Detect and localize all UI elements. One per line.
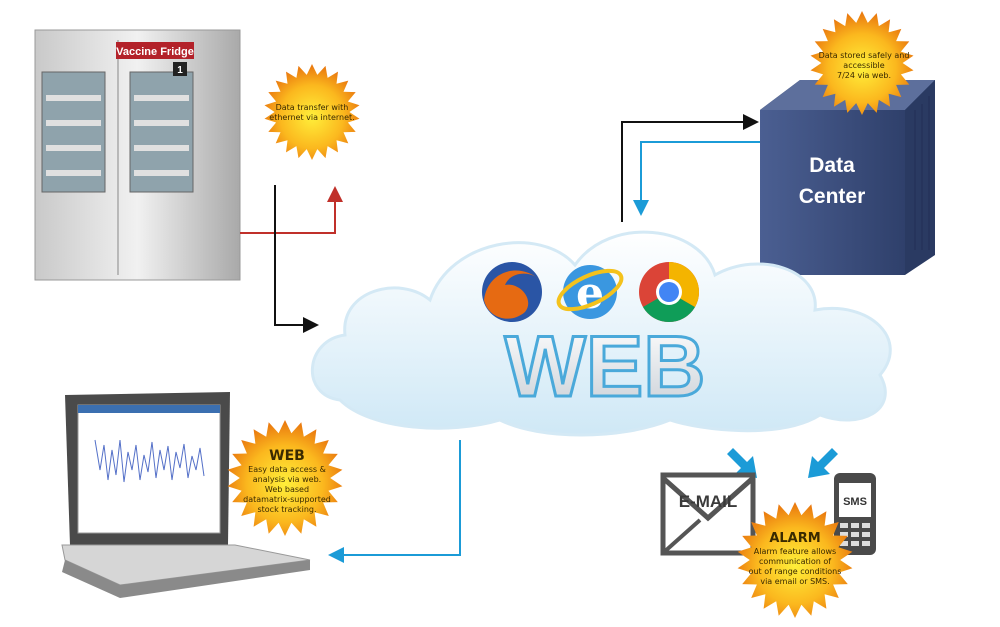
alarm-burst: ALARM Alarm feature allows communication… [737, 502, 853, 618]
web-burst: WEB Easy data access & analysis via web.… [227, 420, 343, 536]
web-cloud: e WEB [311, 230, 892, 437]
blue-arrow-email [727, 448, 757, 478]
server-label-line1: Data [809, 154, 855, 177]
web-burst-line1: Easy data access & [248, 465, 326, 474]
web-burst-line3: Web based [265, 485, 309, 494]
starburst-shape [264, 64, 360, 160]
alarm-burst-line3: out of range conditions [749, 567, 842, 576]
web-burst-line5: stock tracking. [257, 505, 316, 514]
alarm-burst-line4: via email or SMS. [760, 577, 829, 586]
vaccine-fridge: Vaccine Fridge 1 [34, 29, 241, 281]
firefox-icon [482, 262, 542, 322]
cloud-web-title: WEB [505, 319, 706, 415]
server-label-line2: Center [799, 185, 866, 208]
email-label: E-MAIL [679, 492, 738, 511]
alarm-burst-line1: Alarm feature allows [754, 547, 836, 556]
starburst-shape [737, 502, 853, 618]
web-burst-title: WEB [269, 448, 305, 464]
starburst-shape [810, 11, 914, 115]
sms-phone-icon: SMS [834, 473, 876, 555]
email-envelope-icon: E-MAIL [660, 472, 756, 556]
datacenter-burst: Data stored safely and accessible 7/24 v… [810, 11, 914, 115]
transfer-burst: Data transfer with ethernet via internet… [264, 64, 360, 160]
fridge-number: 1 [177, 65, 183, 76]
black-arrow-to-cloud [274, 185, 319, 333]
blue-arrow-sms [808, 448, 838, 478]
alarm-burst-title: ALARM [769, 531, 820, 546]
web-burst-line4: datamatrix-supported [243, 495, 331, 504]
datacenter-burst-line2: accessible [843, 61, 884, 70]
datacenter-burst-line3: 7/24 via web. [837, 71, 891, 80]
internet-explorer-icon: e [556, 265, 624, 319]
blue-arrow-to-laptop [328, 440, 461, 563]
laptop [61, 392, 311, 598]
starburst-shape [227, 420, 343, 536]
red-arrow-fridge-transfer [240, 186, 343, 234]
datacenter-burst-line1: Data stored safely and [819, 51, 910, 60]
transfer-burst-line2: ethernet via internet. [269, 113, 354, 122]
alarm-burst-line2: communication of [759, 557, 831, 566]
black-arrow-to-datacenter [621, 114, 759, 222]
transfer-burst-line1: Data transfer with [276, 103, 349, 112]
sms-label: SMS [843, 496, 867, 508]
fridge-label: Vaccine Fridge [116, 46, 194, 58]
web-burst-line2: analysis via web. [253, 475, 321, 484]
chrome-icon [639, 262, 700, 323]
blue-arrow-from-datacenter [633, 141, 760, 216]
fridge-label-plate [116, 42, 194, 59]
